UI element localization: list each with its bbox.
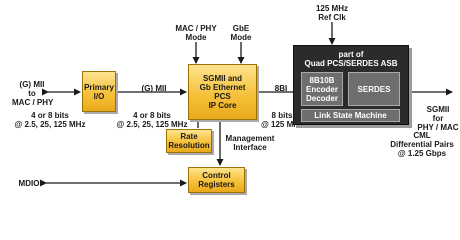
sgmii-block-diagram: (G) MII to MAC / PHY 4 or 8 bits @ 2.5, …	[12, 4, 459, 193]
gbe-mode-label: GbE Mode	[230, 24, 252, 42]
bits-left-label: 4 or 8 bits @ 2.5, 25, 125 MHz	[14, 111, 86, 129]
quad-pcs-serdes-asb: part of Quad PCS/SERDES ASB 8B10B Encode…	[293, 45, 409, 125]
mac-phy-mode-label: MAC / PHY Mode	[175, 24, 217, 42]
bus-8bi-label: 8BI	[274, 84, 288, 93]
connection-lines	[40, 22, 453, 187]
mdio-label: MDIO	[18, 179, 40, 188]
sgmii-out-label: SGMII for PHY / MAC	[417, 105, 459, 132]
primary-io-block: Primary I/O	[82, 71, 116, 112]
control-registers-block: Control Registers	[188, 167, 245, 193]
mgmt-if-label: Management Interface	[225, 134, 275, 152]
gmii-mid-label: (G) MII	[141, 84, 167, 93]
asb-title: part of Quad PCS/SERDES ASB	[304, 50, 398, 68]
bits-mid-label: 4 or 8 bits @ 2.5, 25, 125 MHz	[116, 111, 188, 129]
cml-out-label: CML Differential Pairs @ 1.25 Gbps	[390, 131, 454, 158]
encoder-decoder-block: 8B10B Encoder Decoder	[301, 72, 343, 106]
ref-clk-label: 125 MHz Ref Clk	[315, 4, 348, 22]
serdes-block: SERDES	[348, 72, 400, 106]
rate-resolution-block: Rate Resolution	[166, 129, 212, 153]
gmii-left-label: (G) MII to MAC / PHY	[12, 80, 54, 107]
sgmii-pcs-core-block: SGMII and Gb Ethernet PCS IP Core	[188, 64, 257, 120]
link-state-machine-block: Link State Machine	[301, 109, 400, 122]
